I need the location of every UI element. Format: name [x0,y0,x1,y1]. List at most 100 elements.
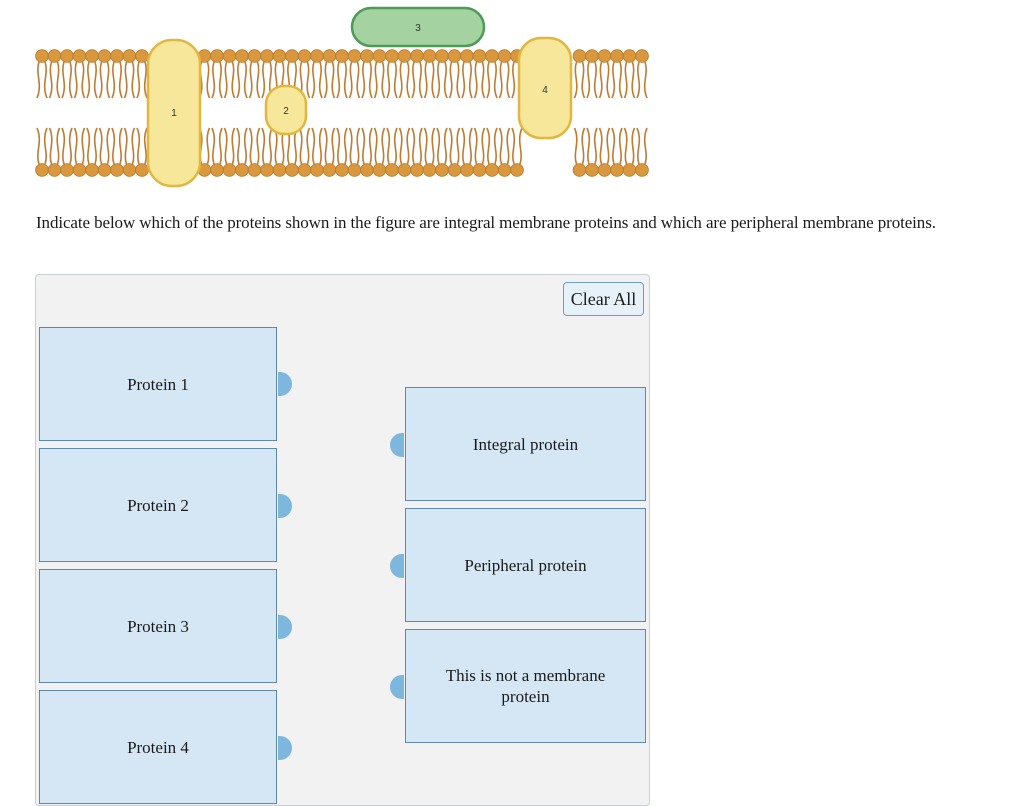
item-connector-handle[interactable] [278,494,292,518]
protein-2-label: 2 [283,106,289,117]
lipid-tail [43,61,48,99]
lipid-tail [306,127,311,165]
phospholipid-head [422,163,437,177]
lipid-tail [593,127,598,165]
lipid-tail [123,127,128,165]
lipid-tail [393,127,398,165]
lipid-tail [598,127,603,165]
lipid-tail [231,127,236,165]
lipid-tail [248,61,253,99]
lipid-tail [323,127,328,165]
lipid-tail [81,127,86,165]
lipid-tail [218,127,223,165]
phospholipid-head [422,49,437,63]
phospholipid-head [347,49,362,63]
phospholipid-head [410,49,424,63]
lipid-tail [456,61,461,99]
phospholipid-head [610,163,624,177]
phospholipid-head [60,49,74,63]
lipid-tail [56,127,61,165]
lipid-tail [236,61,241,99]
lipid-tail [73,61,78,99]
phospholipid-head [35,49,49,63]
phospholipid-head [472,49,487,63]
lipid-tail [256,61,261,99]
phospholipid-head [635,163,649,177]
drop-target-integral[interactable]: Integral protein [405,387,646,501]
lipid-tail [431,61,436,99]
lipid-tail [36,61,41,99]
target-connector-handle[interactable] [390,554,404,578]
lipid-tail [511,61,516,99]
drop-target-peripheral[interactable]: Peripheral protein [405,508,646,622]
lipid-tail [256,127,261,165]
lipid-tail [336,61,341,99]
lipid-tail [468,127,473,165]
lipid-tail [248,127,253,165]
lipid-tail [386,61,391,99]
phospholipid-head [360,49,374,63]
lipid-tail [573,61,578,99]
protein-1-label: 1 [171,108,177,119]
lipid-tail [373,127,378,165]
item-connector-handle[interactable] [278,372,292,396]
drop-target-not-membrane[interactable]: This is not a membrane protein [405,629,646,743]
draggable-item-protein-2[interactable]: Protein 2 [39,448,277,562]
item-label: Protein 4 [127,737,189,757]
phospholipid-head [210,49,224,63]
lipid-tail [461,127,466,165]
draggable-item-protein-1[interactable]: Protein 1 [39,327,277,441]
phospholipid-head [410,163,424,177]
lipid-tail [473,61,478,99]
lipid-tail [436,127,441,165]
phospholipid-head [297,163,312,177]
item-connector-handle[interactable] [278,736,292,760]
phospholipid-head [597,163,612,177]
lipid-tail [348,127,353,165]
lipid-tail [86,61,91,99]
lipid-tail [381,61,386,99]
phospholipid-head [460,49,474,63]
lipid-tail [143,61,148,99]
phospholipid-head [385,49,399,63]
target-connector-handle[interactable] [390,433,404,457]
lipid-tail [93,61,98,99]
lipid-tail [423,61,428,99]
phospholipid-head [72,49,87,63]
phospholipid-head [622,163,637,177]
lipid-tail [368,61,373,99]
lipid-tail [336,127,341,165]
lipid-tail [406,127,411,165]
lipid-tail [436,61,441,99]
item-connector-handle[interactable] [278,615,292,639]
lipid-tail [56,61,61,99]
lipid-tail [98,61,103,99]
lipid-tail [586,127,591,165]
target-label: Integral protein [472,434,579,454]
phospholipid-head [335,49,349,63]
phospholipid-head [447,163,462,177]
phospholipid-head [372,163,387,177]
phospholipid-head [585,49,599,63]
lipid-tail [468,61,473,99]
lipid-tail [448,61,453,99]
target-connector-handle[interactable] [390,675,404,699]
lipid-tail [606,127,611,165]
phospholipid-head [235,163,249,177]
lipid-tail [361,127,366,165]
lipid-tail [211,127,216,165]
phospholipid-head [247,49,262,63]
phospholipid-head [122,49,137,63]
lipid-tail [268,127,273,165]
lipid-tail [318,61,323,99]
clear-all-button[interactable]: Clear All [563,282,644,316]
lipid-tail [306,61,311,99]
lipid-tail [331,61,336,99]
protein-4-label: 4 [542,85,548,96]
draggable-item-protein-4[interactable]: Protein 4 [39,690,277,804]
lipid-tail [343,61,348,99]
phospholipid-head [47,163,62,177]
draggable-item-protein-3[interactable]: Protein 3 [39,569,277,683]
lipid-tail [243,61,248,99]
lipid-tail [206,61,211,99]
